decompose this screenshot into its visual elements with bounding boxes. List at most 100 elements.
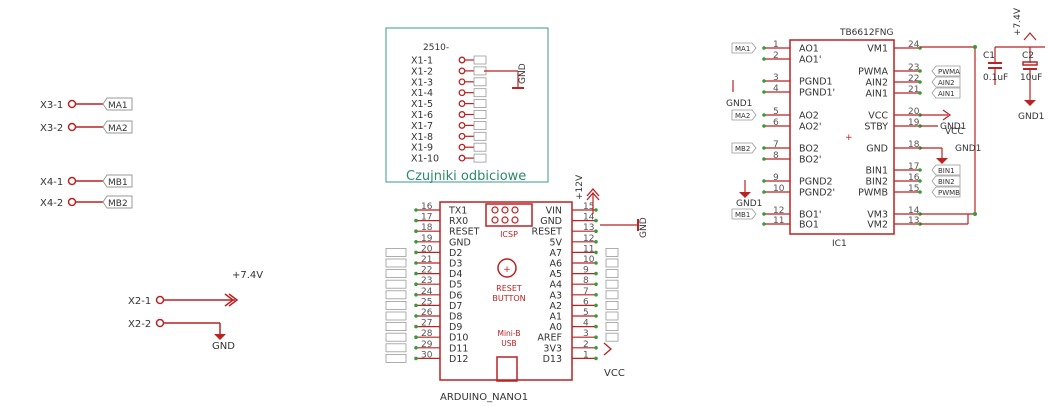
nano-pin-name: A4 xyxy=(549,280,562,291)
connector-x2[interactable]: X2-1 X2-2 +7.4V GND xyxy=(128,270,263,352)
nano-pin-name: A6 xyxy=(549,259,562,270)
driver-power-rail: GND1 VCC GND1 xyxy=(920,45,981,225)
connector-x3-1[interactable]: X3-1 MA1 xyxy=(40,97,133,111)
sensor-pin-4[interactable]: X1-4 xyxy=(411,88,487,99)
nano-pin-number: 25 xyxy=(421,297,432,307)
driver-net-label: AIN1 xyxy=(938,90,955,98)
nano-pin-number: 12 xyxy=(583,234,594,244)
sensor-pin-10[interactable]: X1-10 xyxy=(411,154,487,165)
nano-pin-number: 13 xyxy=(583,223,594,233)
nano-right-pin-6[interactable]: 6A2 xyxy=(549,297,619,312)
sensor-pin-6[interactable]: X1-6 xyxy=(411,110,487,121)
driver-pin-number: 23 xyxy=(908,63,919,73)
connector-x3-2[interactable]: X3-2 MA2 xyxy=(40,120,133,134)
nano-pin-name: A1 xyxy=(549,312,562,323)
nano-pin-number: 8 xyxy=(583,276,589,286)
nano-pin-number: 27 xyxy=(421,319,432,329)
nano-pin-number: 4 xyxy=(583,319,589,329)
sensor-pin-2[interactable]: X1-2 xyxy=(411,66,487,77)
svg-text:+: + xyxy=(845,133,853,143)
driver-name: IC1 xyxy=(832,239,847,249)
driver-pin-name: BO2 xyxy=(799,144,819,155)
nano-right-pin-4[interactable]: 4A0 xyxy=(549,319,619,334)
sensor-pin-7[interactable]: X1-7 xyxy=(411,121,487,132)
gnd-label-left: GND xyxy=(212,341,235,352)
driver-pin-name: PWMA xyxy=(858,67,888,78)
nano-right-pin-7[interactable]: 7A3 xyxy=(549,287,619,302)
nano-pin-name: AREF xyxy=(537,333,562,344)
arduino-nano[interactable]: ICSP + RESET BUTTON Mini-B USB ARDUINO_N… xyxy=(385,201,619,403)
sensor-pin-3[interactable]: X1-3 xyxy=(411,77,487,88)
driver-pin-name: PGND2' xyxy=(799,188,835,199)
nano-right-pin-9[interactable]: 9A5 xyxy=(549,266,619,281)
nano-pin-number: 16 xyxy=(421,202,433,212)
driver-pin-name: PGND2 xyxy=(799,177,833,188)
sensor-pin-label: X1-8 xyxy=(411,132,433,143)
driver-pin-number: 14 xyxy=(908,206,920,216)
sensor-pin-5[interactable]: X1-5 xyxy=(411,99,487,110)
sensor-pin-9[interactable]: X1-9 xyxy=(411,143,487,154)
connector-x4-1[interactable]: X4-1 MB1 xyxy=(40,174,133,188)
sensor-part: 2510- xyxy=(423,43,449,53)
connector-x4-2[interactable]: X4-2 MB2 xyxy=(40,195,133,209)
c1-value: 0.1uF xyxy=(983,73,1008,83)
sensor-pin-8[interactable]: X1-8 xyxy=(411,132,487,143)
driver-net-label: PWMB xyxy=(938,189,960,197)
driver-pin-number: 15 xyxy=(908,184,919,194)
driver-pin-number: 18 xyxy=(908,140,920,150)
nano-right-pin-8[interactable]: 8 A4 xyxy=(549,276,619,291)
driver-net-label: PWMA xyxy=(938,68,960,76)
sensor-pin-1[interactable]: X1-1 xyxy=(411,56,487,67)
nano-right-pin-5[interactable]: 5A1 xyxy=(549,308,619,323)
sensor-pin-label: X1-7 xyxy=(411,121,433,132)
driver-pin-name: VCC xyxy=(868,111,888,122)
driver-pin-name: PGND1' xyxy=(799,88,835,99)
